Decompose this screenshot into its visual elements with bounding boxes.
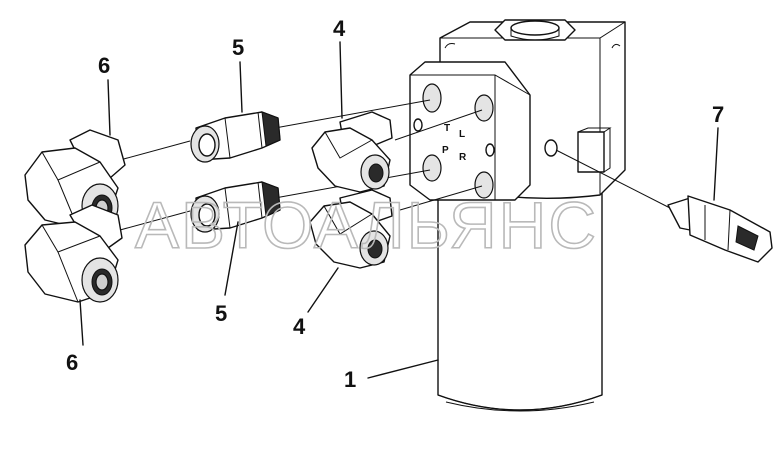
port-label-r: R (459, 152, 467, 163)
sensor-plug (667, 195, 773, 263)
port-label-t: T (444, 123, 450, 134)
leader-lines (79, 41, 719, 379)
callout-6-upper: 6 (98, 53, 110, 78)
callout-6-lower: 6 (66, 350, 78, 375)
callout-4-upper: 4 (333, 16, 346, 41)
port-label-p: P (442, 145, 449, 156)
callout-1: 1 (344, 367, 356, 392)
side-port (544, 127, 612, 173)
callout-numbers: 6 5 4 7 6 5 4 1 (66, 16, 724, 392)
assembly-axis-lines (119, 99, 671, 231)
steering-unit-body: T L P R (409, 19, 626, 412)
port-label-l: L (459, 129, 465, 140)
elbow-nut-lower (24, 204, 123, 303)
elbow-fitting-upper (311, 111, 393, 193)
callout-5-lower: 5 (215, 301, 227, 326)
callout-4-lower: 4 (293, 314, 306, 339)
watermark-text: АВТОАЛЬЯНС (135, 188, 598, 262)
adapter-upper (190, 111, 281, 163)
top-cap (444, 19, 621, 49)
callout-5-upper: 5 (232, 35, 244, 60)
port-flange: T L P R (409, 61, 531, 201)
adapter-lower (190, 181, 281, 233)
callout-7: 7 (712, 102, 724, 127)
elbow-fitting-lower (309, 189, 393, 269)
